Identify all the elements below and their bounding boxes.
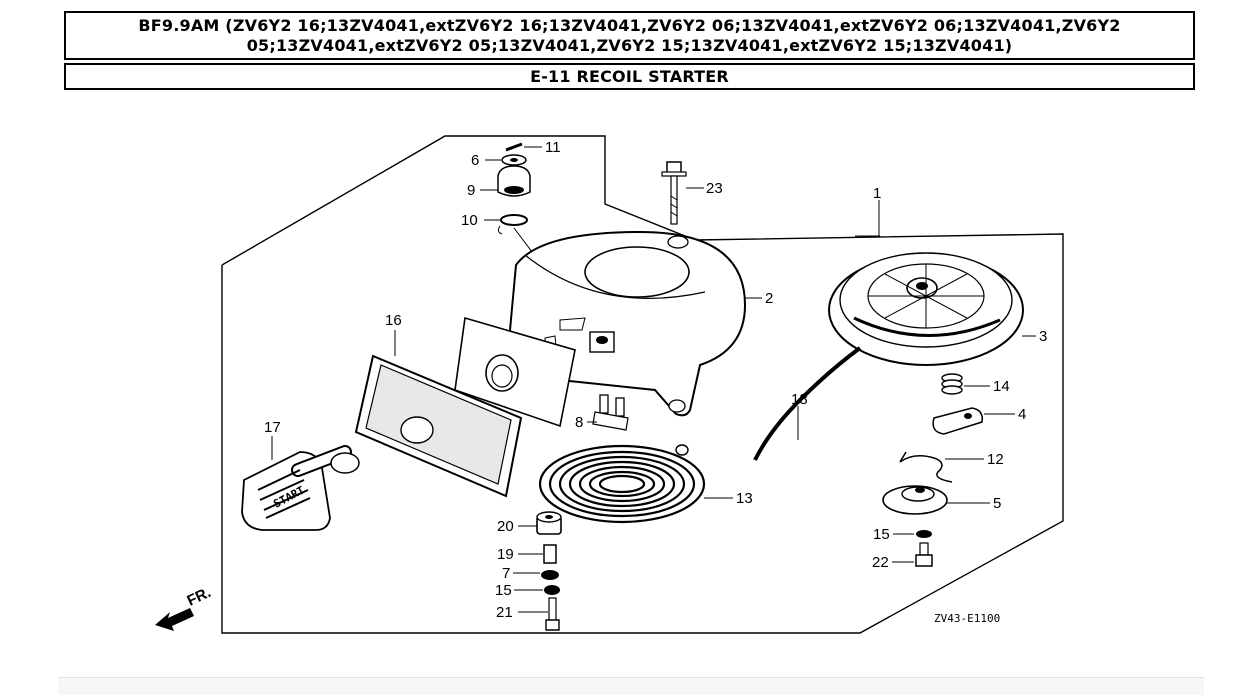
callout-1: 1 [873,185,881,202]
circlip [484,214,528,235]
callout-3: 3 [1039,328,1047,345]
washer-6 [485,154,527,166]
drawing-code: ZV43-E1100 [934,612,1000,625]
model-line-2: 05;13ZV4041,extZV6Y2 05;13ZV4041,ZV6Y2 1… [246,36,1013,55]
callout-18: 18 [791,391,808,408]
starter-rope [753,346,862,461]
assembly-outline [221,135,1064,634]
callout-20: 20 [497,518,514,535]
set-bolt-22 [892,542,933,567]
callout-15-right: 15 [873,526,890,543]
ratchet-spring [941,373,990,395]
collar-pair [587,394,629,431]
callout-13: 13 [736,490,753,507]
callout-7: 7 [502,565,510,582]
friction-plate [882,485,990,515]
model-header: BF9.9AM (ZV6Y2 16;13ZV4041,extZV6Y2 16;1… [64,11,1195,60]
washer-15-right [893,530,932,538]
air-guide-frame [354,330,523,498]
washer-15-left [514,585,560,595]
starter-reel [828,252,1036,366]
rubber-mount [518,511,562,535]
front-arrow-icon: FR. [155,584,214,631]
callout-2: 2 [765,290,773,307]
bottom-panel [58,677,1204,695]
callout-10: 10 [461,212,478,229]
callout-22: 22 [872,554,889,571]
ratchet [932,407,1015,435]
callout-16: 16 [385,312,402,329]
recoil-spring [538,444,706,524]
guide-plate [454,316,576,428]
callout-6: 6 [471,152,479,169]
callout-4: 4 [1018,406,1026,423]
callout-12: 12 [987,451,1004,468]
washer-7 [513,570,559,580]
callout-17: 17 [264,419,281,436]
callout-9: 9 [467,182,475,199]
model-line-1: BF9.9AM (ZV6Y2 16;13ZV4041,extZV6Y2 16;1… [138,16,1121,35]
starter-grip: START [241,436,360,531]
callout-5: 5 [993,495,1001,512]
collar [518,544,557,564]
ratchet-guide [480,165,531,197]
friction-spring [899,451,984,483]
spring-pin [505,142,542,152]
flange-bolt [661,161,704,225]
front-marker: FR. [185,584,214,610]
part-1-callout: 1 [873,185,881,236]
callout-15-left: 15 [495,582,512,599]
callout-11: 11 [545,139,561,156]
callout-23: 23 [706,180,723,197]
callout-21: 21 [496,604,513,621]
callout-14: 14 [993,378,1010,395]
bolt-21 [518,597,560,631]
parts-diagram: 1 [155,135,1064,634]
section-title: E-11 RECOIL STARTER [64,63,1195,90]
callout-8: 8 [575,414,583,431]
callout-19: 19 [497,546,514,563]
